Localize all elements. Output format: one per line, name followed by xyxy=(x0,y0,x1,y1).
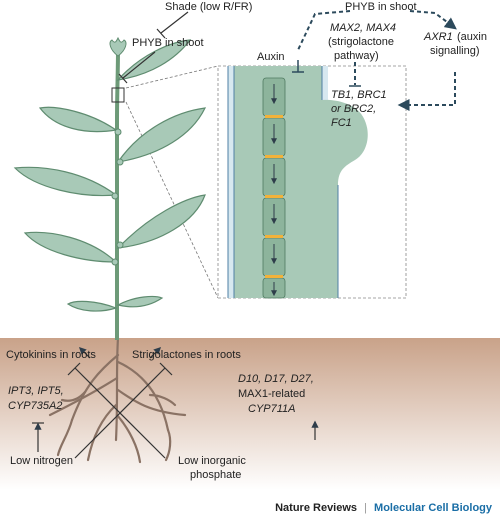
phyb-to-bud-inhibition xyxy=(122,51,156,79)
shade-label: Shade (low R/FR) xyxy=(165,1,252,13)
d10-line3-label: CYP711A xyxy=(248,403,296,415)
low-phosphate-line2-label: phosphate xyxy=(190,469,241,481)
ipt-line2-label: CYP735A2 xyxy=(8,400,62,412)
low-phosphate-line1-label: Low inorganic xyxy=(178,455,246,467)
axr1-sub2-label: signalling) xyxy=(430,45,480,57)
ipt-line1-label: IPT3, IPT5, xyxy=(8,385,64,397)
leaf xyxy=(23,231,118,263)
tb1-line1-label: TB1, BRC1 xyxy=(331,89,387,101)
plant-leaves xyxy=(13,39,207,312)
journal-footer: Nature Reviews | Molecular Cell Biology xyxy=(0,502,492,514)
soil-regulation-arrows xyxy=(34,346,319,440)
max-genes-label: MAX2, MAX4 xyxy=(330,22,396,34)
zoom-connector xyxy=(125,65,219,299)
signalling-pathways xyxy=(297,10,457,111)
leaf xyxy=(116,107,207,163)
soil-regulation-lines xyxy=(67,362,173,459)
phyb-to-axr1-path xyxy=(409,10,457,30)
leaf xyxy=(13,166,118,197)
journal-separator: | xyxy=(364,502,367,514)
d10-line1-label: D10, D17, D27, xyxy=(238,373,314,385)
low-nitrogen-label: Low nitrogen xyxy=(10,455,73,467)
axillary-bud-zoomed xyxy=(322,99,368,298)
apical-bud xyxy=(109,36,127,57)
journal-subtitle: Molecular Cell Biology xyxy=(374,502,492,514)
axr1-to-tb1-path xyxy=(397,72,456,111)
shade-to-phyb-inhibition xyxy=(160,11,189,34)
max-sub1-label: (strigolactone xyxy=(328,36,394,48)
tb1-line3-label: FC1 xyxy=(331,117,352,129)
strigolactones-label: Strigolactones in roots xyxy=(132,349,241,361)
d10-line2-label: MAX1-related xyxy=(238,388,305,400)
leaf xyxy=(116,295,164,308)
max-sub2-label: pathway) xyxy=(334,50,379,62)
leaf xyxy=(116,39,192,81)
axillary-buds xyxy=(111,128,124,266)
zoom-region-box xyxy=(111,87,125,103)
phyb-to-max-path xyxy=(297,10,351,51)
soil-background xyxy=(0,338,500,490)
auxin-cell-column xyxy=(262,77,286,299)
axr1-label: AXR1 xyxy=(423,31,453,43)
plant-stem xyxy=(115,49,120,340)
axr1-sub1-label: (auxin xyxy=(457,31,487,43)
auxin-label: Auxin xyxy=(257,51,285,63)
tb1-line2-label: or BRC2, xyxy=(331,103,376,115)
journal-name: Nature Reviews xyxy=(275,502,358,514)
leaf xyxy=(38,106,118,133)
leaf xyxy=(66,300,118,312)
leaf xyxy=(116,194,206,249)
auxin-carriers xyxy=(265,115,283,278)
phyb-top-label: PHYB in shoot xyxy=(345,1,417,13)
cytokinins-label: Cytokinins in roots xyxy=(6,349,96,361)
phyb-left-label: PHYB in shoot xyxy=(132,37,204,49)
